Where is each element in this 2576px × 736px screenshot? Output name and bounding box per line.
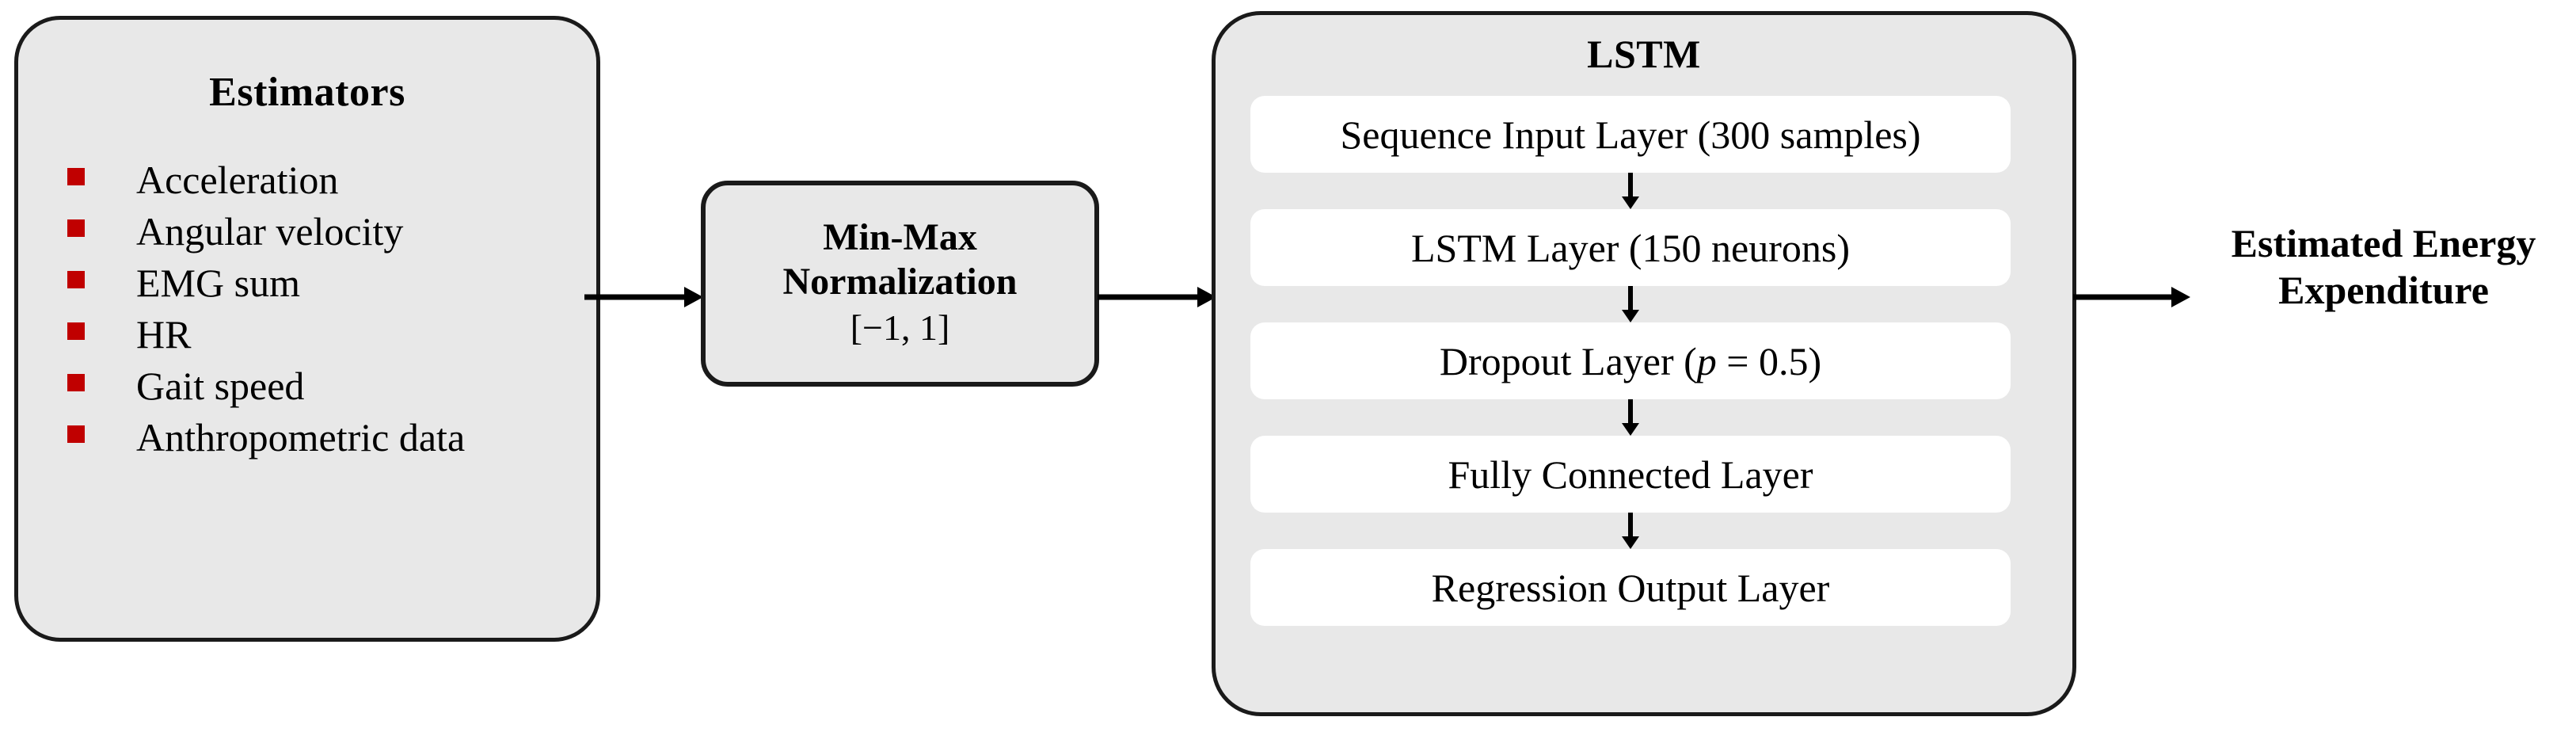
bullet-square-icon — [67, 425, 85, 443]
lstm-layer-stack: Sequence Input Layer (300 samples) LSTM … — [1250, 96, 2042, 626]
bullet-square-icon — [67, 219, 85, 237]
bullet-square-icon — [67, 168, 85, 185]
right-arrow-icon — [1098, 285, 1216, 309]
lstm-layer-label-head: Dropout Layer ( — [1439, 338, 1697, 383]
output-label-line2: Expenditure — [2278, 268, 2489, 312]
list-item-label: Angular velocity — [136, 209, 404, 254]
list-item: EMG sum — [67, 260, 590, 311]
lstm-layer-label: Fully Connected Layer — [1448, 452, 1813, 497]
lstm-layer-row: LSTM Layer (150 neurons) — [1250, 209, 2011, 286]
right-arrow-icon — [584, 285, 703, 309]
list-item: Anthropometric data — [67, 414, 590, 466]
estimators-panel: Estimators Acceleration Angular velocity… — [14, 16, 600, 642]
normalization-range: [−1, 1] — [850, 307, 950, 348]
right-arrow-icon — [2073, 285, 2190, 309]
down-arrow-icon — [1250, 286, 2011, 322]
estimators-list: Acceleration Angular velocity EMG sum HR… — [67, 157, 590, 466]
lstm-layer-label-italic: p — [1696, 338, 1717, 383]
bullet-square-icon — [67, 271, 85, 288]
list-item-label: Acceleration — [136, 158, 339, 202]
lstm-layer-row: Sequence Input Layer (300 samples) — [1250, 96, 2011, 173]
down-arrow-icon — [1250, 173, 2011, 209]
list-item: Gait speed — [67, 363, 590, 414]
lstm-title: LSTM — [1587, 32, 1701, 76]
output-label-line1: Estimated Energy — [2231, 221, 2536, 265]
list-item-label: Anthropometric data — [136, 415, 466, 460]
lstm-layer-label-tail: = 0.5) — [1716, 338, 1822, 383]
lstm-layer-label: Sequence Input Layer (300 samples) — [1340, 112, 1921, 157]
list-item-label: HR — [136, 312, 192, 357]
bullet-square-icon — [67, 322, 85, 340]
output-label: Estimated Energy Expenditure — [2201, 220, 2566, 314]
list-item: Angular velocity — [67, 208, 590, 260]
lstm-layer-label: LSTM Layer (150 neurons) — [1410, 225, 1851, 270]
down-arrow-icon — [1250, 513, 2011, 549]
lstm-layer-row: Regression Output Layer — [1250, 549, 2011, 626]
lstm-layer-row: Dropout Layer (p = 0.5) — [1250, 322, 2011, 399]
lstm-layer-label: Regression Output Layer — [1431, 565, 1830, 610]
list-item-label: Gait speed — [136, 364, 305, 408]
normalization-title-line1: Min-Max — [823, 216, 977, 259]
estimators-title: Estimators — [209, 70, 405, 115]
list-item: Acceleration — [67, 157, 590, 208]
lstm-layer-label: Dropout Layer (p = 0.5) — [1440, 341, 1821, 381]
normalization-title-line2: Normalization — [782, 261, 1018, 303]
normalization-panel: Min-Max Normalization [−1, 1] — [701, 181, 1099, 387]
lstm-layer-row: Fully Connected Layer — [1250, 436, 2011, 513]
bullet-square-icon — [67, 374, 85, 391]
list-item-label: EMG sum — [136, 261, 300, 305]
lstm-panel: LSTM Sequence Input Layer (300 samples) … — [1212, 11, 2076, 716]
list-item: HR — [67, 311, 590, 363]
down-arrow-icon — [1250, 399, 2011, 436]
